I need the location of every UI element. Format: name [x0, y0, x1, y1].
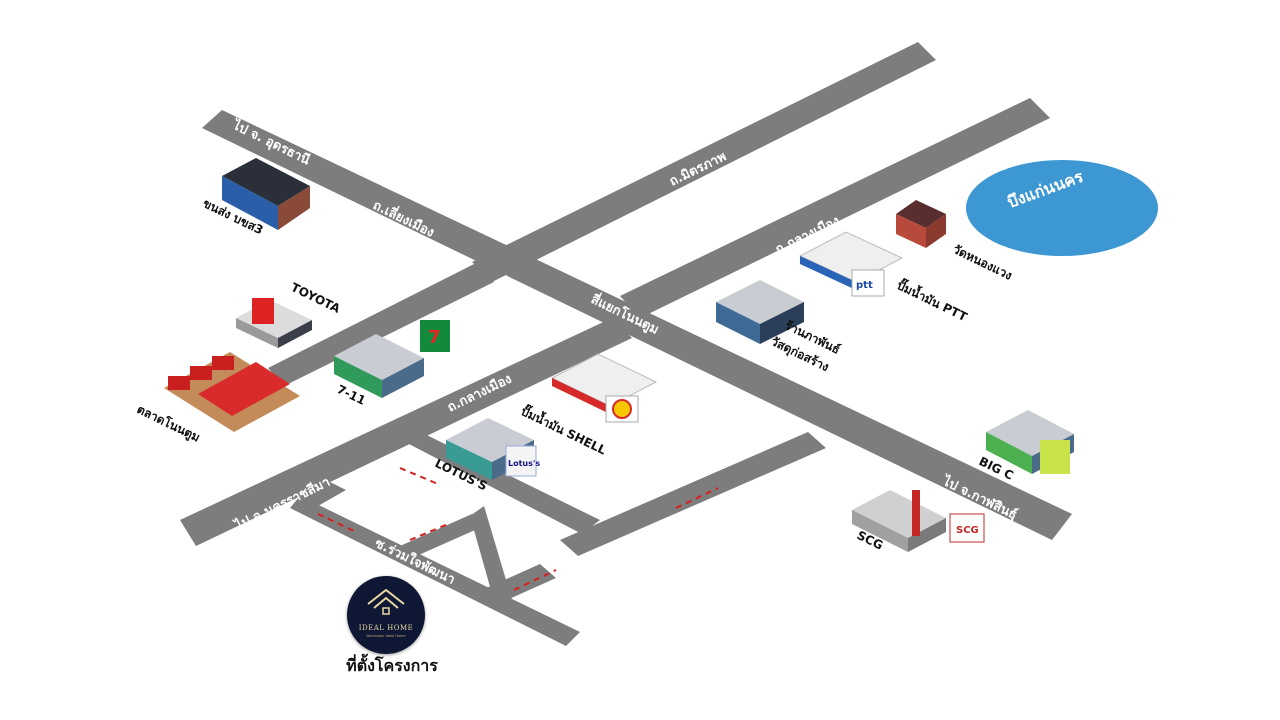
shell-logo-icon — [612, 399, 632, 419]
temple-roof — [896, 200, 946, 228]
road-inner-3 — [470, 506, 512, 608]
temple-side — [926, 214, 946, 248]
ptt-sign — [851, 269, 885, 297]
road-inner-1 — [400, 514, 484, 558]
seven-eleven-sign — [420, 320, 450, 352]
scg-roof — [852, 490, 946, 538]
ptt-label: ปั๊มน้ำมัน PTT — [895, 275, 972, 324]
bus-terminal-roof — [222, 158, 310, 206]
road-udon-kalasin — [202, 110, 1072, 540]
lotus-sign — [505, 445, 537, 477]
market-label: ตลาดโนนตูม — [134, 401, 202, 445]
route-arrow — [317, 513, 357, 533]
scg-front — [852, 510, 908, 552]
construction-store-side — [760, 302, 804, 344]
lotus-sign-text: Lotus's — [508, 459, 540, 468]
road-mittraphap — [472, 42, 936, 282]
temple-front — [896, 214, 926, 248]
seven-eleven-store: 7 7-11 — [334, 320, 450, 408]
scg-sign-text: SCG — [956, 525, 979, 536]
seven-eleven-front — [334, 356, 382, 398]
road-soi-ruam-chai — [290, 496, 580, 646]
route-arrow — [675, 487, 719, 509]
lotus-front — [446, 440, 492, 480]
shell-canopy — [550, 353, 658, 407]
toyota-dealer: TOYOTA — [236, 280, 343, 348]
lotus-store: Lotus's LOTUS'S — [433, 418, 540, 493]
scg-chimney — [912, 490, 920, 536]
construction-store-front — [716, 302, 760, 344]
toyota-front — [236, 318, 278, 348]
shell-canopy-edge — [552, 378, 610, 414]
temple-label: วัดหนองแวง — [951, 242, 1015, 283]
lake: บึงแก่นนคร — [966, 160, 1158, 256]
scg-plant: SCG SCG — [852, 490, 985, 553]
road-lower-east — [560, 432, 826, 556]
market-stall — [212, 356, 234, 370]
market-stall — [168, 376, 190, 390]
toyota-label: TOYOTA — [289, 280, 343, 316]
project-logo: IDEAL HOME Developer Ideal Home — [347, 576, 425, 654]
logo-tagline: Developer Ideal Home — [366, 634, 406, 638]
road-klang-muang-upper — [620, 98, 1050, 318]
big-c-sign — [1040, 440, 1070, 474]
route-arrow — [399, 467, 439, 485]
big-c-store: BIG C — [977, 410, 1074, 483]
ptt-station: ptt ปั๊มน้ำมัน PTT — [798, 231, 972, 324]
toyota-sign — [252, 298, 274, 324]
ptt-canopy-edge — [800, 256, 856, 290]
lake-shape — [966, 160, 1158, 256]
project-location-label: ที่ตั้งโครงการ — [346, 656, 438, 675]
route-arrows — [317, 467, 719, 591]
bus-terminal-side — [278, 186, 310, 230]
house-icon — [367, 588, 405, 615]
road-network — [180, 42, 1072, 646]
seven-eleven-roof — [334, 334, 424, 380]
route-arrow — [513, 569, 557, 591]
road-inner-4 — [300, 482, 346, 506]
market-tent — [198, 362, 290, 416]
road-market-link — [268, 262, 494, 386]
scg-side — [908, 518, 946, 552]
bus-terminal-front — [222, 176, 278, 230]
logo-brand: IDEAL HOME — [358, 624, 414, 632]
big-c-front — [986, 432, 1032, 474]
ptt-sign-text: ptt — [856, 280, 873, 291]
seven-eleven-side — [382, 358, 424, 398]
market-stall — [190, 366, 212, 380]
scg-sign — [949, 513, 985, 543]
toyota-side — [278, 320, 312, 348]
seven-eleven-sign-text: 7 — [428, 327, 441, 348]
road-label-don-hai: ถ.ดอนไห — [506, 514, 561, 553]
route-arrow — [409, 523, 449, 541]
